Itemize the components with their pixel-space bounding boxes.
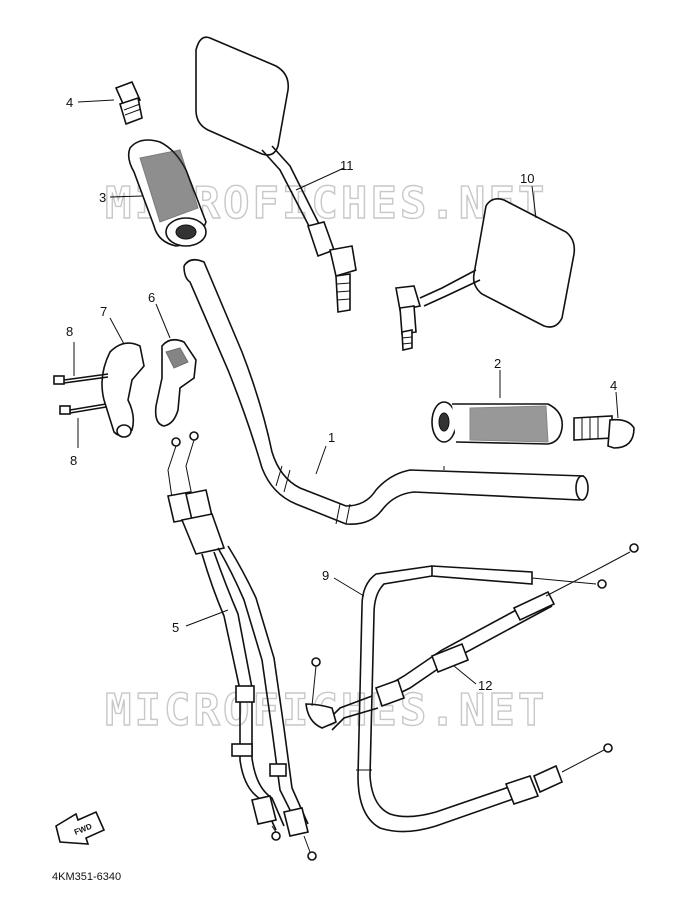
part-starter-cable <box>305 543 639 731</box>
leader-7 <box>109 317 125 345</box>
leader-10 <box>531 185 537 219</box>
part-throttle-cables <box>167 431 317 861</box>
callout-8-top: 8 <box>66 324 73 339</box>
leader-9 <box>333 577 365 597</box>
callout-4-left: 4 <box>66 95 73 110</box>
part-mirror-right <box>395 198 576 351</box>
leader-4a <box>77 99 115 103</box>
leader-1 <box>315 445 327 475</box>
leader-5 <box>185 609 229 627</box>
callout-1: 1 <box>328 430 335 445</box>
part-mirror-left <box>195 36 357 313</box>
part-holder-upper <box>101 342 145 438</box>
callout-9: 9 <box>322 568 329 583</box>
part-clutch-cable <box>356 565 613 833</box>
callout-11: 11 <box>340 158 354 173</box>
leader-3 <box>109 195 143 198</box>
part-bar-end-weight-right <box>573 415 635 449</box>
part-handlebar <box>183 258 589 526</box>
forward-arrow-icon: FWD <box>55 810 106 845</box>
part-grip-left <box>127 139 207 247</box>
callout-2: 2 <box>494 356 501 371</box>
leader-4b <box>615 391 619 419</box>
callout-10: 10 <box>520 171 534 186</box>
callout-6: 6 <box>148 290 155 305</box>
callout-4-right: 4 <box>610 378 617 393</box>
diagram-code: 4KM351-6340 <box>52 871 121 883</box>
part-screws <box>53 373 109 415</box>
leader-12 <box>453 665 477 685</box>
leader-6 <box>155 303 171 339</box>
part-holder-lower <box>154 338 197 427</box>
callout-3: 3 <box>99 190 106 205</box>
part-bar-end-weight-left <box>114 80 143 126</box>
callout-7: 7 <box>100 304 107 319</box>
callout-12: 12 <box>478 678 492 693</box>
part-grip-right <box>431 401 564 445</box>
callout-8-bottom: 8 <box>70 453 77 468</box>
leader-11 <box>295 167 345 191</box>
callout-5: 5 <box>172 620 179 635</box>
